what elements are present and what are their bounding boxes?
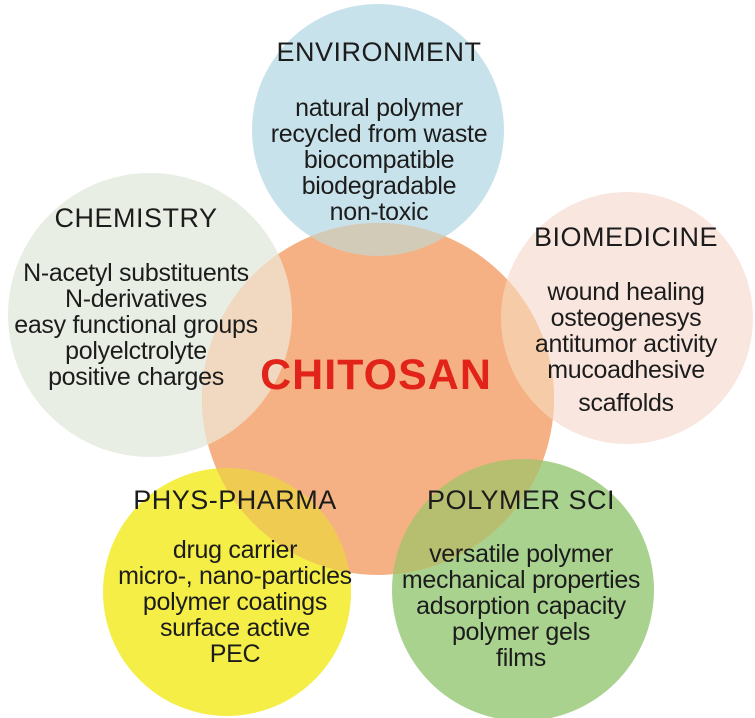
polymer-sci-items: versatile polymer mechanical properties … xyxy=(401,540,641,672)
phys-pharma-items: drug carrier micro-, nano-particles poly… xyxy=(118,537,352,667)
phys-pharma-overlap-lens xyxy=(202,468,351,575)
biomedicine-items: wound healing osteogenesys antitumor act… xyxy=(535,279,717,416)
list-item: wound healing xyxy=(547,278,705,306)
polymer-sci-title: POLYMER SCI xyxy=(426,485,616,515)
list-item: surface active xyxy=(159,614,311,642)
environment-circle xyxy=(252,4,504,256)
list-item: polymer gels xyxy=(451,618,591,646)
list-item: polyelctrolyte xyxy=(65,337,207,365)
list-item: antitumor activity xyxy=(534,330,718,358)
list-item: scaffolds xyxy=(578,389,674,417)
environment-title: ENVIRONMENT xyxy=(276,37,482,67)
list-item: positive charges xyxy=(48,363,224,391)
list-item: non-toxic xyxy=(329,198,429,226)
list-item: biocompatible xyxy=(303,146,455,174)
list-item: recycled from waste xyxy=(270,120,488,148)
biomedicine-title: BIOMEDICINE xyxy=(533,222,719,252)
list-item: films xyxy=(496,644,546,672)
environment-items: natural polymer recycled from waste bioc… xyxy=(271,95,488,225)
list-item: natural polymer xyxy=(295,94,463,122)
list-item: micro-, nano-particles xyxy=(118,562,352,590)
phys-pharma-title: PHYS-PHARMA xyxy=(133,485,337,515)
chemistry-title: CHEMISTRY xyxy=(54,203,218,233)
list-item: versatile polymer xyxy=(429,540,613,568)
list-item: adsorption capacity xyxy=(416,592,626,620)
list-item: N-acetyl substituents xyxy=(23,259,249,287)
polymer-sci-overlap-lens xyxy=(392,459,554,575)
list-item: polymer coatings xyxy=(142,588,328,616)
list-item: drug carrier xyxy=(172,536,298,564)
chitosan-label: CHITOSAN xyxy=(260,351,492,399)
chemistry-items: N-acetyl substituents N-derivatives easy… xyxy=(14,260,258,390)
list-item: N-derivatives xyxy=(65,285,207,313)
list-item: osteogenesys xyxy=(550,304,702,332)
biomedicine-circle xyxy=(501,192,753,444)
list-item: mucoadhesive xyxy=(547,356,705,384)
list-item: PEC xyxy=(209,640,261,668)
list-item: biodegradable xyxy=(301,172,457,200)
list-item: mechanical properties xyxy=(401,566,641,594)
list-item: easy functional groups xyxy=(14,311,258,339)
